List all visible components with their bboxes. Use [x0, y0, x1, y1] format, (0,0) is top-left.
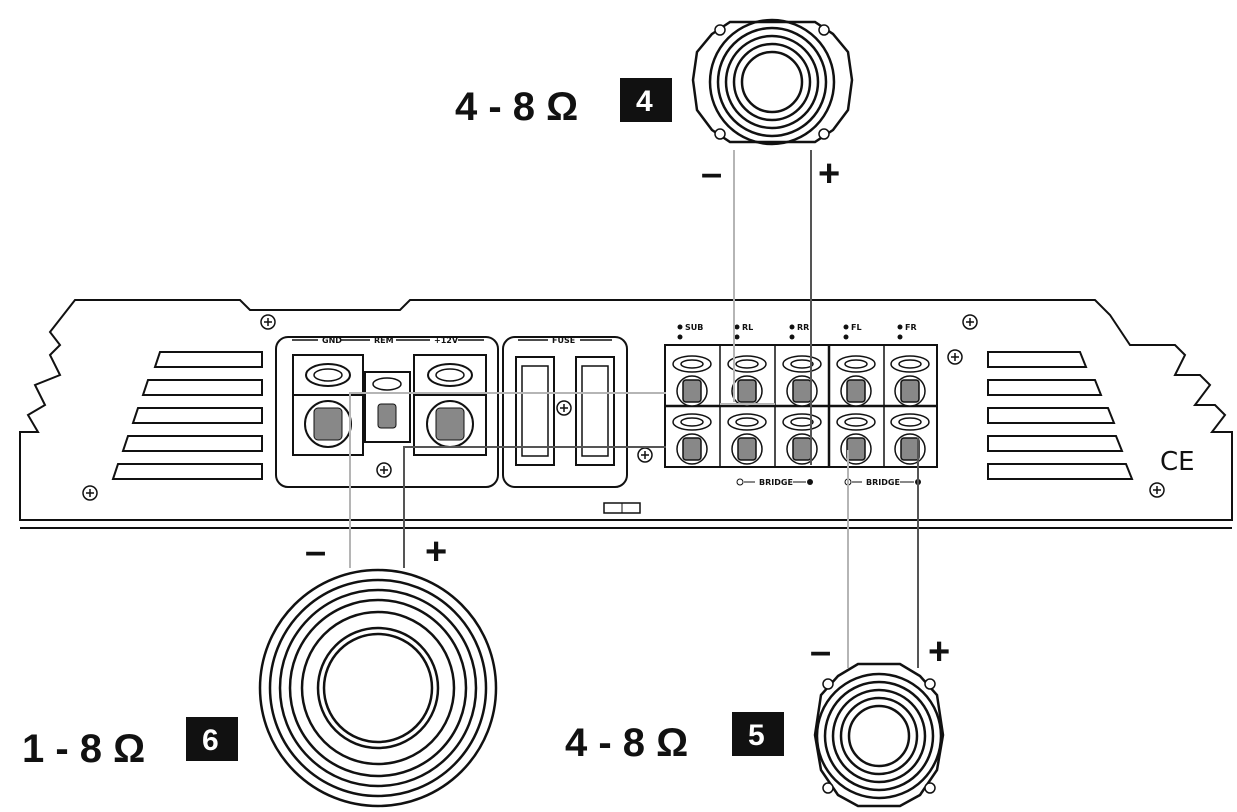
speaker-rear-pair: – + 4 - 8 Ω 5: [565, 631, 950, 808]
wire-sub-minus: [349, 392, 666, 568]
subwoofer-minus-sign: –: [305, 531, 326, 573]
speaker4-badge-number: 4: [636, 85, 653, 118]
power-terminal-block: GND REM +12V: [275, 336, 499, 488]
speaker5-plus-sign: +: [928, 631, 950, 673]
channel-label-fl: FL: [851, 323, 862, 332]
wires: [349, 150, 919, 668]
channel-label-fr: FR: [905, 323, 917, 332]
speaker4-plus-sign: +: [818, 153, 840, 195]
speaker4-badge: [620, 78, 672, 122]
vent-slots-left: [111, 351, 263, 480]
speaker4-impedance: 4 - 8 Ω: [455, 85, 578, 129]
speaker5-impedance: 4 - 8 Ω: [565, 721, 688, 765]
speaker5-badge: [732, 712, 784, 756]
speaker-subwoofer: – + 1 - 8 Ω 6: [22, 531, 498, 808]
speaker-terminal-block: SUB RL RR FL FR BRIDGE BRIDGE: [664, 323, 938, 487]
channel-label-rr: RR: [797, 323, 809, 332]
bridge-labels: BRIDGE BRIDGE: [736, 478, 921, 487]
vent-slots-right: [987, 351, 1134, 480]
bridge-label-rear: BRIDGE: [759, 478, 793, 487]
gnd-label: GND: [322, 336, 342, 345]
fuse-label: FUSE: [552, 336, 575, 345]
subwoofer-badge: [186, 717, 238, 761]
subwoofer-impedance: 1 - 8 Ω: [22, 727, 145, 771]
speaker-front-pair: – + 4 - 8 Ω 4: [455, 18, 854, 195]
channel-label-sub: SUB: [685, 323, 703, 332]
rem-label: REM: [374, 336, 394, 345]
channel-labels: SUB RL RR FL FR: [677, 323, 917, 340]
subwoofer-plus-sign: +: [425, 531, 447, 573]
subwoofer-badge-number: 6: [202, 724, 219, 757]
channel-label-rl: RL: [742, 323, 753, 332]
speaker4-minus-sign: –: [701, 153, 722, 195]
wire-sub-plus: [403, 446, 666, 568]
ce-mark: CE: [1160, 447, 1195, 477]
amplifier-chassis: [19, 299, 1233, 529]
status-led: [603, 502, 641, 514]
speaker5-badge-number: 5: [748, 719, 765, 752]
speaker5-minus-sign: –: [810, 631, 831, 673]
bridge-label-front: BRIDGE: [866, 478, 900, 487]
plus12v-label: +12V: [434, 336, 459, 345]
